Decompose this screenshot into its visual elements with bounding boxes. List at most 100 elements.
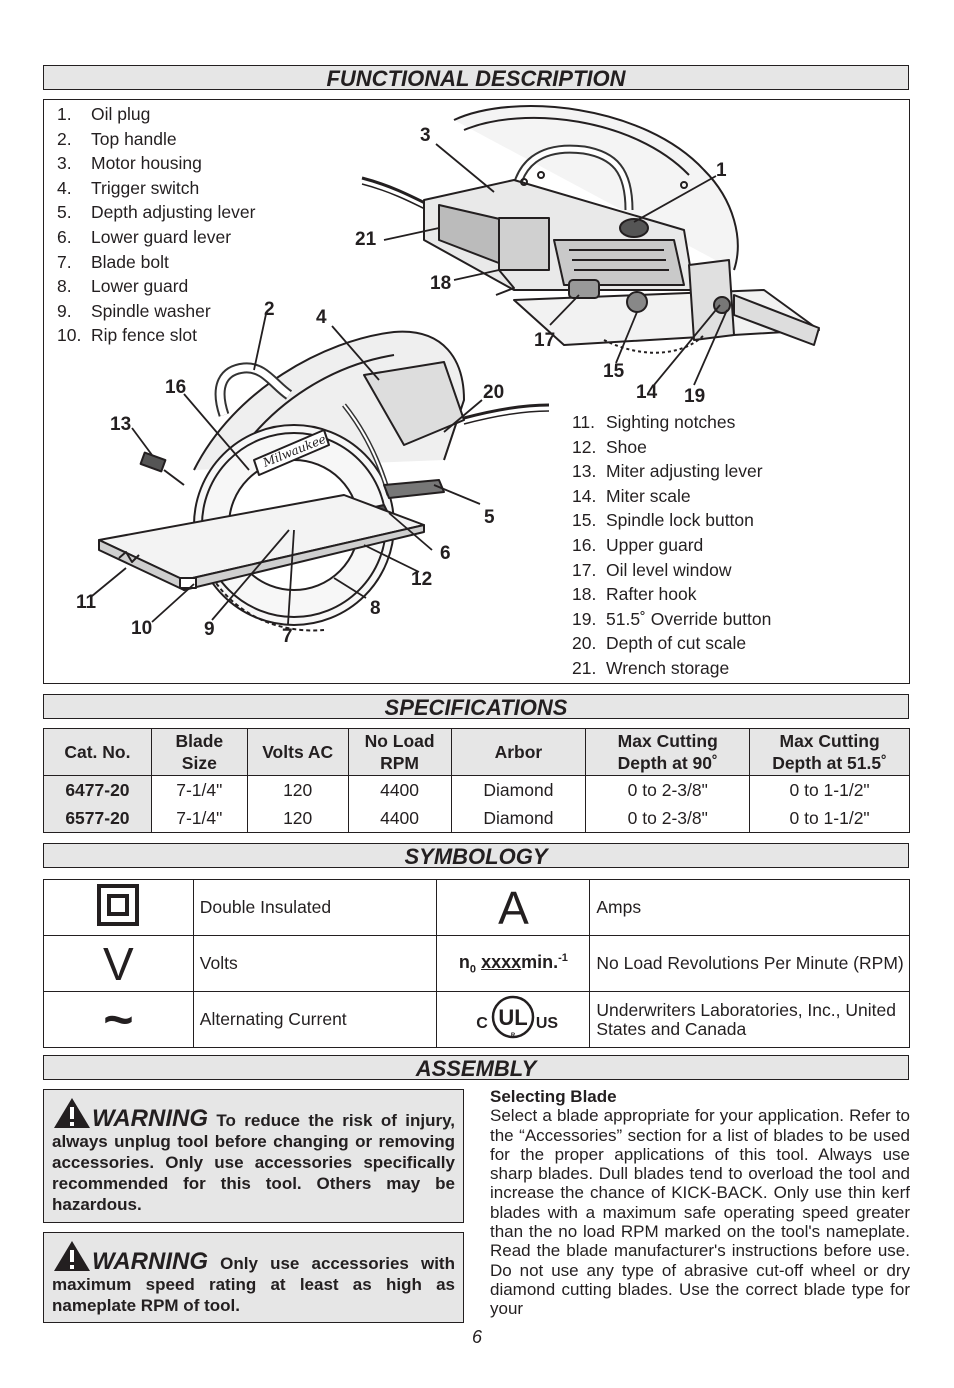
legend-number: 9.	[57, 300, 72, 321]
legend-item: 2.Top handle	[57, 127, 255, 152]
warning-word: WARNING	[92, 1248, 208, 1275]
legend-text: Spindle washer	[91, 300, 211, 321]
functional-description-box	[43, 99, 910, 684]
legend-item: 5.Depth adjusting lever	[57, 200, 255, 225]
callout-15: 15	[603, 361, 625, 382]
legend-text: Trigger switch	[91, 177, 200, 198]
legend-number: 7.	[57, 251, 72, 272]
callout-19: 19	[684, 386, 706, 407]
callout-4: 4	[316, 307, 327, 328]
legend-text: Miter adjusting lever	[606, 461, 763, 482]
svg-text:C: C	[477, 1015, 489, 1032]
legend-number: 8.	[57, 276, 72, 297]
callout-20: 20	[483, 382, 505, 403]
callout-7: 7	[282, 626, 293, 647]
callout-11: 11	[76, 592, 97, 613]
double-insulated-icon	[43, 879, 194, 936]
legend-item: 6. Lower guard lever	[57, 225, 255, 250]
legend-number: 6.	[57, 226, 72, 247]
legend-number: 3.	[57, 153, 72, 174]
depth-51-5-cell: 0 to 1-1/2"	[749, 804, 910, 833]
legend-item: 20.Depth of cut scale	[572, 631, 771, 656]
depth-90-cell: 0 to 2-3/8"	[585, 775, 751, 804]
table-row: 6577-20 7-1/4" 120 4400 Diamond 0 to 2-3…	[43, 804, 910, 833]
selecting-blade-text: Select a blade appropriate for your appl…	[490, 1106, 910, 1319]
legend-item: 10. Rip fence slot	[57, 323, 255, 348]
volts-cell: 120	[246, 775, 349, 804]
rpm-cell: 4400	[347, 775, 452, 804]
legend-text: 51.5˚ Override button	[606, 608, 772, 629]
volts-icon: V	[43, 935, 194, 992]
assembly-header: ASSEMBLY	[43, 1055, 909, 1081]
legend-text: Miter scale	[606, 485, 691, 506]
callout-18: 18	[430, 273, 452, 294]
warning-text: To reduce the risk of injury, always unp…	[52, 1111, 455, 1214]
legend-number: 14.	[572, 485, 597, 506]
legend-number: 16.	[572, 534, 597, 555]
functional-description-header: FUNCTIONAL DESCRIPTION	[43, 65, 909, 91]
symbology-header: SYMBOLOGY	[43, 843, 909, 869]
legend-number: 4.	[57, 177, 72, 198]
depth-90-cell: 0 to 2-3/8"	[585, 804, 751, 833]
svg-text:US: US	[536, 1015, 559, 1032]
legend-item: 11.Sighting notches	[572, 410, 771, 435]
legend-item: 17.Oil level window	[572, 558, 771, 583]
legend-number: 18.	[572, 584, 597, 605]
legend-text: Rafter hook	[606, 584, 697, 605]
legend-item: 16.Upper guard	[572, 533, 771, 558]
ul-listed-icon: UL R C US	[436, 991, 591, 1048]
legend-text: Depth of cut scale	[606, 633, 747, 654]
col-cat-no: Cat. No.	[43, 728, 152, 776]
arbor-cell: Diamond	[450, 775, 587, 804]
warning-triangle-icon	[54, 1241, 90, 1271]
legend-item: 3. Motor housing	[57, 151, 255, 176]
legend-item: 19. 51.5˚ Override button	[572, 607, 771, 632]
callout-17: 17	[534, 330, 556, 351]
legend-number: 11.	[572, 412, 596, 432]
table-row: ~ Alternating Current UL R C US Underwri…	[43, 991, 910, 1048]
amps-label: Amps	[589, 879, 910, 936]
legend-item: 14. Miter scale	[572, 484, 771, 509]
legend-number: 10.	[57, 325, 82, 346]
legend-number: 5.	[57, 202, 72, 223]
volts-cell: 120	[246, 804, 349, 833]
legend-number: 13.	[572, 461, 597, 482]
volts-label: Volts	[192, 935, 438, 992]
front-saw-view	[98, 330, 550, 632]
legend-number: 21.	[572, 657, 597, 678]
rpm-icon: n0 xxxxmin.-1	[436, 935, 591, 992]
legend-text: Lower guard lever	[91, 226, 232, 247]
svg-text:UL: UL	[499, 1005, 528, 1030]
callout-13: 13	[110, 414, 132, 435]
legend-number: 19.	[572, 608, 597, 629]
table-row: Double Insulated A Amps	[43, 879, 910, 936]
callout-3: 3	[420, 125, 431, 146]
callout-12: 12	[411, 569, 433, 590]
page-number: 6	[471, 1327, 482, 1347]
legend-item: 9. Spindle washer	[57, 299, 255, 324]
callout-10: 10	[131, 618, 153, 639]
ul-label: Underwriters Laboratories, Inc., United …	[589, 991, 910, 1048]
double-insulated-label: Double Insulated	[192, 879, 438, 936]
legend-text: Rip fence slot	[91, 325, 198, 346]
legend-item: 21.Wrench storage	[572, 656, 771, 681]
legend-text: Blade bolt	[91, 251, 169, 272]
legend-text: Oil plug	[91, 104, 151, 124]
legend-number: 1.	[57, 104, 72, 124]
blade-size-cell: 7-1/4"	[150, 775, 248, 804]
cat-no-cell: 6477-20	[43, 775, 152, 804]
legend-item: 18. Rafter hook	[572, 582, 771, 607]
callout-1: 1	[716, 160, 727, 181]
legend-text: Motor housing	[91, 153, 202, 174]
rear-saw-view	[361, 105, 820, 354]
circular-saw-illustration: Milwaukee	[91, 105, 820, 632]
rpm-cell: 4400	[347, 804, 452, 833]
specifications-header: SPECIFICATIONS	[43, 694, 909, 720]
svg-text:R: R	[511, 1033, 516, 1039]
legend-item: 7. Blade bolt	[57, 250, 255, 275]
legend-text: Spindle lock button	[606, 510, 754, 531]
